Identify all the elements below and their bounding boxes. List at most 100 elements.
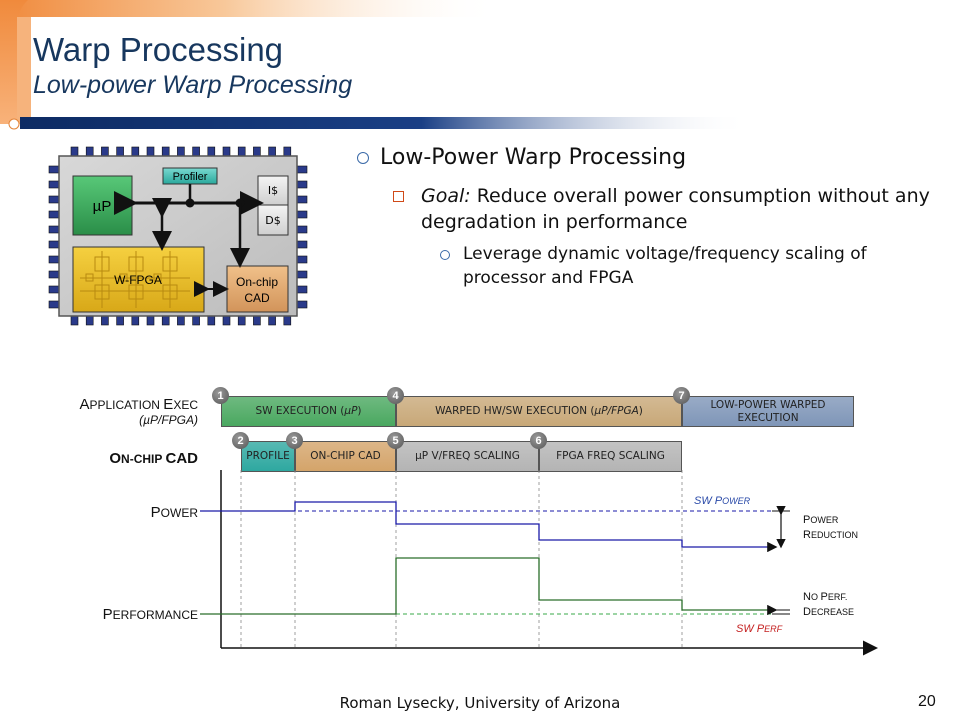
phase-guides: [240, 470, 683, 648]
chip-diagram: µP Profiler I$ D$ W-FPGA On-chip CAD: [48, 146, 308, 326]
slide-footer: Roman Lysecky, University of Arizona: [339, 694, 621, 712]
step-2: 2: [232, 432, 249, 449]
chip-pin: [48, 300, 60, 309]
chip-pin: [253, 315, 261, 326]
chip-pin: [48, 285, 60, 294]
chip-pin: [296, 165, 308, 174]
chip-pin: [116, 315, 124, 326]
step-4: 4: [387, 387, 404, 404]
chip-pin: [296, 240, 308, 249]
up-label: µP: [93, 198, 112, 215]
chip-pin: [253, 146, 261, 157]
profiler-label: Profiler: [173, 171, 208, 183]
chip-pin: [268, 315, 276, 326]
chip-pin: [296, 180, 308, 189]
chip-pin: [296, 255, 308, 264]
chip-pin: [116, 146, 124, 157]
chip-pin: [237, 315, 246, 326]
chip-pin: [161, 146, 170, 157]
bar-profile: PROFILE: [241, 441, 295, 472]
bullet-list: Low-Power Warp Processing Goal: Reduce o…: [355, 143, 935, 290]
power-performance-plot: [200, 470, 878, 656]
chip-pin: [283, 315, 292, 326]
chip-pin: [296, 300, 308, 309]
page-number: 20: [918, 693, 936, 710]
title-decoration: [0, 0, 750, 130]
bullet-level2: Goal: Reduce overall power consumption w…: [355, 183, 935, 235]
slide-subtitle: Low-power Warp Processing: [33, 71, 353, 99]
cad-block: [226, 265, 289, 313]
no-perf-decrease-label: NO PERF. DECREASE: [803, 591, 854, 618]
chip-pin: [207, 146, 216, 157]
bullet-square-icon: [393, 191, 404, 202]
bullet-level1-text: Low-Power Warp Processing: [380, 145, 687, 170]
step-5: 5: [387, 432, 404, 449]
chip-pin: [222, 315, 231, 326]
chip-pin: [101, 146, 109, 157]
step-6: 6: [530, 432, 547, 449]
step-3: 3: [286, 432, 303, 449]
bar-fpga-scaling: FPGA FREQ SCALING: [539, 441, 682, 472]
bullet-circle-icon: [440, 250, 450, 260]
bullet-level1: Low-Power Warp Processing: [355, 143, 935, 173]
chip-pin: [85, 315, 94, 326]
chip-pin: [222, 146, 231, 157]
row-label-application-exec-sub: (µP/FPGA): [139, 413, 198, 427]
chip-pin: [177, 146, 185, 157]
fpga-fabric: [80, 251, 190, 308]
bullet-level3-text: Leverage dynamic voltage/frequency scali…: [463, 244, 867, 288]
chip-pin: [48, 165, 60, 174]
chip-pin: [48, 225, 60, 234]
chip-pin: [48, 195, 60, 204]
chip-pin: [146, 146, 155, 157]
bar-sw-execution: SW EXECUTION (µP): [221, 396, 396, 427]
bar-warped-execution: WARPED HW/SW EXECUTION (µP/FPGA): [396, 396, 682, 427]
sw-power-label: SW POWER: [694, 495, 751, 507]
chip-pin: [296, 270, 308, 279]
chip-pin: [48, 240, 60, 249]
chip-pin: [237, 146, 246, 157]
power-reduction-label: POWER REDUCTION: [803, 514, 858, 541]
chip-pin: [131, 315, 140, 326]
chip-pin: [131, 146, 140, 157]
row-label-power: POWER: [150, 504, 198, 521]
dcache-label: D$: [265, 214, 280, 227]
step-7: 7: [673, 387, 690, 404]
chip-pin: [85, 146, 94, 157]
bullet-level3: Leverage dynamic voltage/frequency scali…: [355, 242, 935, 290]
bullet-circle-icon: [357, 152, 369, 164]
row-label-onchip-cad: ON-CHIP CAD: [109, 450, 198, 467]
chip-pin: [296, 210, 308, 219]
chip-pin: [283, 146, 292, 157]
icache-label: I$: [268, 184, 278, 197]
chip-pin: [48, 255, 60, 264]
bullet-level2-prefix: Goal:: [421, 185, 471, 207]
chip-pin: [48, 210, 60, 219]
chip-pin: [161, 315, 170, 326]
chip-pin: [268, 146, 276, 157]
bullet-level2-text: Reduce overall power consumption without…: [421, 185, 930, 233]
cad-label-2: CAD: [244, 291, 270, 305]
chip-pin: [48, 180, 60, 189]
chip-pin: [296, 195, 308, 204]
power-line: [200, 501, 778, 553]
slide-title: Warp Processing: [33, 31, 284, 68]
chip-pin: [192, 315, 200, 326]
chip-pin: [177, 315, 185, 326]
sw-perf-label: SW PERF: [736, 623, 783, 635]
chip-pin: [296, 285, 308, 294]
chip-pin: [192, 146, 200, 157]
chip-pin: [70, 146, 79, 157]
row-label-application-exec: APPLICATION EXEC (µP/FPGA): [60, 396, 198, 427]
step-1: 1: [212, 387, 229, 404]
cad-label-1: On-chip: [236, 275, 278, 289]
chip-pin: [296, 225, 308, 234]
chip-pin: [146, 315, 155, 326]
bar-onchip-cad: ON-CHIP CAD: [295, 441, 396, 472]
chip-pin: [48, 270, 60, 279]
chip-pin: [207, 315, 216, 326]
row-label-performance: PERFORMANCE: [102, 606, 198, 623]
wfpga-label: W-FPGA: [114, 273, 162, 287]
chip-pin: [101, 315, 109, 326]
